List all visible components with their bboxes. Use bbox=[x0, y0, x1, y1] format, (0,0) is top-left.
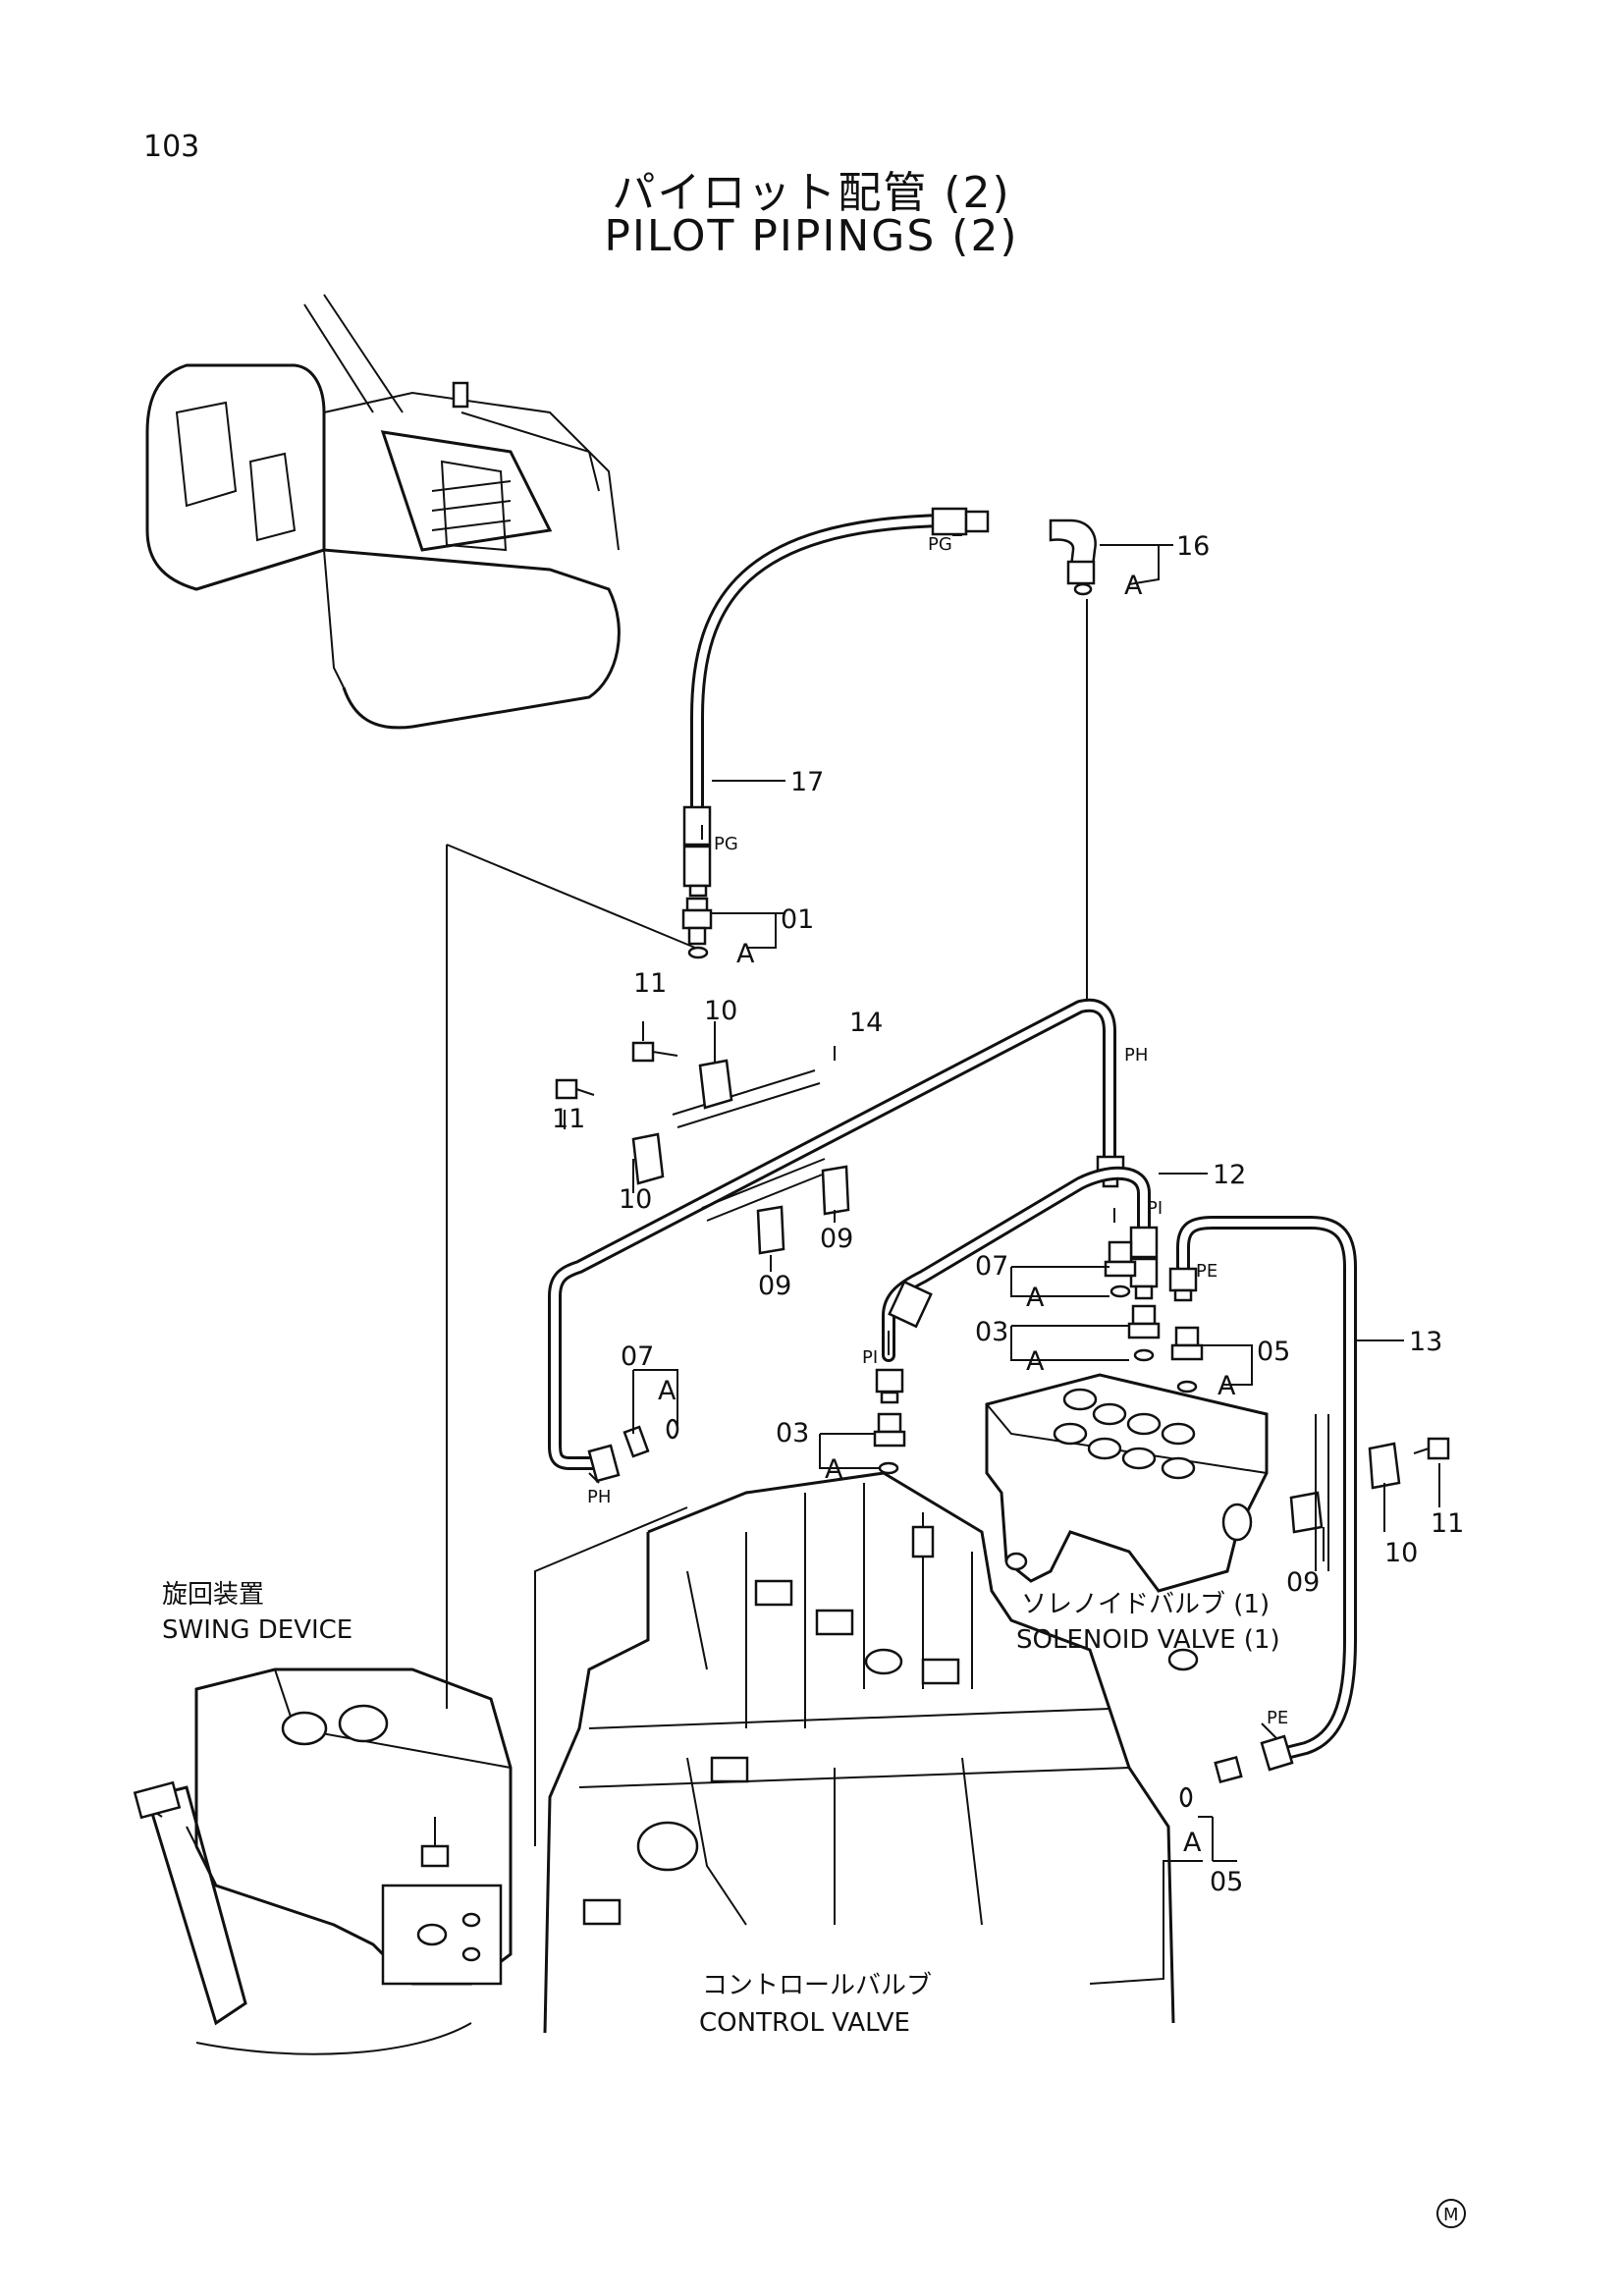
part-number-label: 09 bbox=[820, 1224, 853, 1254]
part-number-label: 07 bbox=[621, 1341, 654, 1372]
part-number-label: 14 bbox=[849, 1008, 883, 1038]
pipe-13 bbox=[1176, 1216, 1357, 1760]
port-label: PE bbox=[1196, 1261, 1217, 1282]
part-number-label: 07 bbox=[975, 1251, 1008, 1282]
oring-label: A bbox=[658, 1376, 676, 1406]
part-number-label: 09 bbox=[1286, 1567, 1320, 1598]
part-number-label: 10 bbox=[1384, 1538, 1418, 1568]
page-number: 103 bbox=[143, 130, 200, 164]
oring-label: A bbox=[1124, 571, 1143, 601]
pipe-17 bbox=[690, 514, 949, 812]
solenoid-valve-label-en: SOLENOID VALVE (1) bbox=[1016, 1625, 1280, 1655]
part-number-label: 10 bbox=[619, 1184, 652, 1215]
oring-label: A bbox=[1183, 1828, 1202, 1858]
oring-label: A bbox=[825, 1454, 843, 1485]
oring-label: A bbox=[1026, 1346, 1045, 1377]
part-number-label: 01 bbox=[781, 904, 814, 935]
solenoid-valve bbox=[985, 1373, 1269, 1671]
oring-label: A bbox=[736, 939, 755, 969]
part-number-label: 16 bbox=[1176, 531, 1210, 562]
port-label: PI bbox=[1147, 1198, 1163, 1219]
swing-device-label-en: SWING DEVICE bbox=[162, 1615, 352, 1645]
control-valve-label-jp: コントロールバルブ bbox=[702, 1971, 932, 2000]
title-en: PILOT PIPINGS (2) bbox=[604, 211, 1019, 261]
part-number-label: 12 bbox=[1213, 1160, 1246, 1190]
swing-device-label-jp: 旋回装置 bbox=[162, 1580, 264, 1610]
control-valve bbox=[543, 1471, 1175, 2034]
solenoid-valve-label-jp: ソレノイドバルブ (1) bbox=[1021, 1590, 1270, 1619]
part-number-label: 05 bbox=[1210, 1867, 1243, 1897]
part-number-label: 11 bbox=[1431, 1508, 1464, 1539]
excavator-inset bbox=[145, 294, 621, 730]
extension-line-swing-diag bbox=[446, 844, 708, 954]
part-number-label: 03 bbox=[776, 1418, 809, 1449]
part-number-label: 11 bbox=[633, 968, 667, 999]
part-number-label: 03 bbox=[975, 1317, 1008, 1347]
oring-label: A bbox=[1026, 1283, 1045, 1313]
oring-label: A bbox=[1217, 1371, 1236, 1401]
part-number-label: 09 bbox=[758, 1271, 791, 1301]
port-label: PH bbox=[587, 1487, 611, 1507]
circled-m-mark bbox=[1436, 2199, 1466, 2228]
extension-line-cv bbox=[534, 1506, 688, 1846]
part-number-label: 13 bbox=[1409, 1327, 1442, 1357]
part-number-label: 17 bbox=[790, 767, 824, 797]
clamp-hardware bbox=[555, 1041, 1450, 1571]
control-valve-label-en: CONTROL VALVE bbox=[699, 2008, 910, 2038]
swing-device bbox=[133, 1667, 513, 2055]
title-jp: パイロット配管 (2) bbox=[612, 168, 1011, 218]
extension-line-sol bbox=[1089, 1860, 1203, 1985]
part-number-label: 05 bbox=[1257, 1337, 1290, 1367]
port-label: PH bbox=[1124, 1045, 1148, 1066]
port-label: PG bbox=[714, 834, 738, 854]
port-label: PI bbox=[862, 1347, 878, 1368]
port-label: PE bbox=[1267, 1708, 1288, 1728]
port-label: PG bbox=[928, 534, 952, 555]
part-number-label: 10 bbox=[704, 996, 737, 1026]
mark-letter: M bbox=[1443, 2205, 1459, 2225]
part-number-label: 11 bbox=[552, 1104, 585, 1134]
